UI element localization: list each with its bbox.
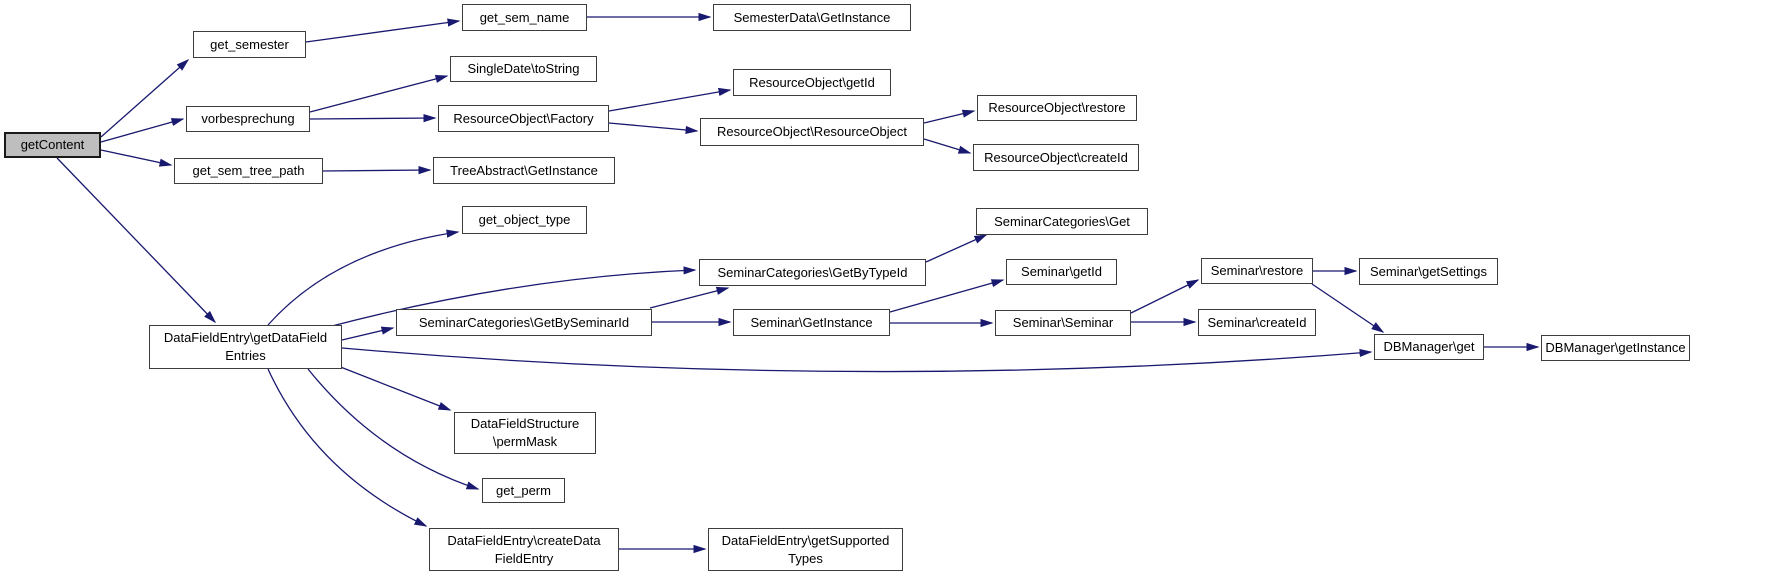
- node-label-line: SeminarCategories\GetByTypeId: [717, 264, 908, 280]
- node-label-line: ResourceObject\createId: [984, 149, 1128, 165]
- node-label-line: DBManager\getInstance: [1545, 340, 1686, 356]
- graph-node-get_sem_tree_path[interactable]: get_sem_tree_path: [174, 158, 323, 184]
- node-label-line: SingleDate\toString: [467, 61, 580, 77]
- node-label-line: vorbesprechung: [201, 111, 295, 127]
- edge-SeminarCategories_GetBySeminarId-to-SeminarCategories_GetByTypeId: [649, 286, 730, 309]
- graph-node-Seminar_getSettings[interactable]: Seminar\getSettings: [1359, 258, 1498, 285]
- node-label-line: SemesterData\GetInstance: [733, 9, 891, 25]
- edge-get_sem_tree_path-to-TreeAbstract_GetInstance: [322, 166, 432, 175]
- edge-vorbesprechung-to-SingleDate_toString: [309, 74, 449, 113]
- graph-node-SeminarCategories_GetByTypeId[interactable]: SeminarCategories\GetByTypeId: [699, 259, 926, 286]
- node-label-line: DataFieldEntry\getSupported: [721, 532, 890, 548]
- node-label-line: Seminar\getId: [1021, 264, 1102, 280]
- node-label-line: SeminarCategories\GetBySeminarId: [418, 314, 630, 330]
- edge-DataFieldEntry_getDataFieldEntries-to-DBManager_get: [341, 347, 1373, 373]
- graph-node-get_perm[interactable]: get_perm: [482, 478, 565, 503]
- graph-node-Seminar_GetInstance[interactable]: Seminar\GetInstance: [733, 309, 890, 336]
- edge-DataFieldEntry_getDataFieldEntries-to-DataFieldEntry_createDataFieldEntry: [267, 368, 428, 527]
- edge-group: [56, 12, 1540, 554]
- graph-node-DataFieldStructure_permMask[interactable]: DataFieldStructure \permMask: [454, 412, 596, 454]
- node-label-line: get_sem_name: [479, 9, 570, 25]
- graph-node-DBManager_getInstance[interactable]: DBManager\getInstance: [1541, 335, 1690, 361]
- node-label-line: ResourceObject\restore: [988, 100, 1126, 116]
- graph-node-get_sem_name[interactable]: get_sem_name: [462, 4, 587, 31]
- node-label-line: DataFieldEntry\createData: [447, 532, 601, 548]
- graph-node-DBManager_get[interactable]: DBManager\get: [1374, 334, 1484, 360]
- edge-DataFieldEntry_getDataFieldEntries-to-SeminarCategories_GetByTypeId: [331, 266, 697, 327]
- edge-ResourceObject_ResourceObject-to-ResourceObject_createId: [923, 138, 972, 154]
- edge-getContent-to-vorbesprechung: [100, 118, 185, 143]
- node-label-line: ResourceObject\ResourceObject: [716, 124, 908, 140]
- node-label-line: \permMask: [492, 434, 558, 449]
- node-label-line: Seminar\createId: [1207, 314, 1307, 330]
- graph-node-Seminar_getId[interactable]: Seminar\getId: [1006, 259, 1117, 285]
- node-label-line: Seminar\Seminar: [1012, 315, 1114, 331]
- edge-getContent-to-DataFieldEntry_getDataFieldEntries: [56, 157, 217, 324]
- graph-node-ResourceObject_restore[interactable]: ResourceObject\restore: [977, 95, 1137, 121]
- graph-node-SemesterData_GetInstance[interactable]: SemesterData\GetInstance: [713, 4, 911, 31]
- node-label-line: get_object_type: [478, 212, 571, 228]
- node-label-line: get_sem_tree_path: [192, 163, 305, 179]
- node-label-line: ResourceObject\getId: [749, 74, 875, 90]
- graph-node-vorbesprechung[interactable]: vorbesprechung: [186, 106, 310, 132]
- edge-Seminar_restore-to-DBManager_get: [1311, 283, 1385, 333]
- node-label-line: Seminar\getSettings: [1369, 263, 1488, 279]
- node-label-line: DataFieldEntry\getDataField: [163, 330, 328, 346]
- node-label-line: SeminarCategories\Get: [994, 213, 1130, 229]
- graph-node-ResourceObject_Factory[interactable]: ResourceObject\Factory: [438, 105, 609, 132]
- node-label-line: FieldEntry: [494, 550, 554, 566]
- node-label-line: DataFieldStructure: [470, 416, 580, 432]
- graph-node-Seminar_Seminar[interactable]: Seminar\Seminar: [995, 310, 1131, 336]
- edge-DataFieldEntry_getDataFieldEntries-to-DataFieldStructure_permMask: [337, 365, 452, 411]
- edge-Seminar_GetInstance-to-Seminar_getId: [889, 279, 1005, 313]
- edge-ResourceObject_ResourceObject-to-ResourceObject_restore: [923, 109, 976, 124]
- graph-node-Seminar_restore[interactable]: Seminar\restore: [1201, 258, 1313, 284]
- graph-node-ResourceObject_ResourceObject[interactable]: ResourceObject\ResourceObject: [700, 118, 924, 146]
- node-label-line: get_semester: [210, 36, 289, 52]
- node-label-line: ResourceObject\Factory: [453, 110, 594, 126]
- node-label-line: TreeAbstract\GetInstance: [450, 162, 598, 178]
- graph-node-Seminar_createId[interactable]: Seminar\createId: [1198, 309, 1316, 336]
- graph-node-TreeAbstract_GetInstance[interactable]: TreeAbstract\GetInstance: [433, 157, 615, 184]
- graph-node-ResourceObject_getId[interactable]: ResourceObject\getId: [733, 69, 891, 96]
- edge-getContent-to-get_sem_tree_path: [100, 149, 173, 167]
- graph-node-getContent[interactable]: getContent: [4, 132, 101, 158]
- node-label-line: get_perm: [496, 482, 551, 498]
- node-label-line: getContent: [20, 137, 85, 153]
- graph-node-SeminarCategories_Get[interactable]: SeminarCategories\Get: [976, 208, 1148, 235]
- node-label-line: Entries: [225, 348, 266, 363]
- edge-get_semester-to-get_sem_name: [305, 18, 461, 43]
- edge-DataFieldEntry_getDataFieldEntries-to-get_perm: [307, 368, 480, 490]
- graph-node-ResourceObject_createId[interactable]: ResourceObject\createId: [973, 144, 1139, 171]
- edge-DataFieldEntry_getDataFieldEntries-to-SeminarCategories_GetBySeminarId: [341, 326, 395, 341]
- edge-DataFieldEntry_getDataFieldEntries-to-get_object_type: [267, 229, 460, 326]
- graph-node-get_object_type[interactable]: get_object_type: [462, 206, 587, 234]
- node-label-line: DBManager\get: [1383, 339, 1475, 355]
- node-label-line: Types: [788, 550, 823, 566]
- graph-node-SingleDate_toString[interactable]: SingleDate\toString: [450, 56, 597, 82]
- graph-node-SeminarCategories_GetBySeminarId[interactable]: SeminarCategories\GetBySeminarId: [396, 309, 652, 336]
- edge-ResourceObject_Factory-to-ResourceObject_ResourceObject: [608, 122, 699, 135]
- graph-node-get_semester[interactable]: get_semester: [193, 31, 306, 58]
- edge-vorbesprechung-to-ResourceObject_Factory: [309, 113, 437, 123]
- edge-Seminar_Seminar-to-Seminar_restore: [1130, 279, 1200, 314]
- edge-getContent-to-get_semester: [100, 59, 190, 138]
- node-label-line: Seminar\restore: [1210, 263, 1304, 279]
- edge-SeminarCategories_GetByTypeId-to-SeminarCategories_Get: [925, 234, 988, 263]
- node-label-line: Seminar\GetInstance: [750, 314, 873, 330]
- edge-ResourceObject_Factory-to-ResourceObject_getId: [608, 87, 732, 112]
